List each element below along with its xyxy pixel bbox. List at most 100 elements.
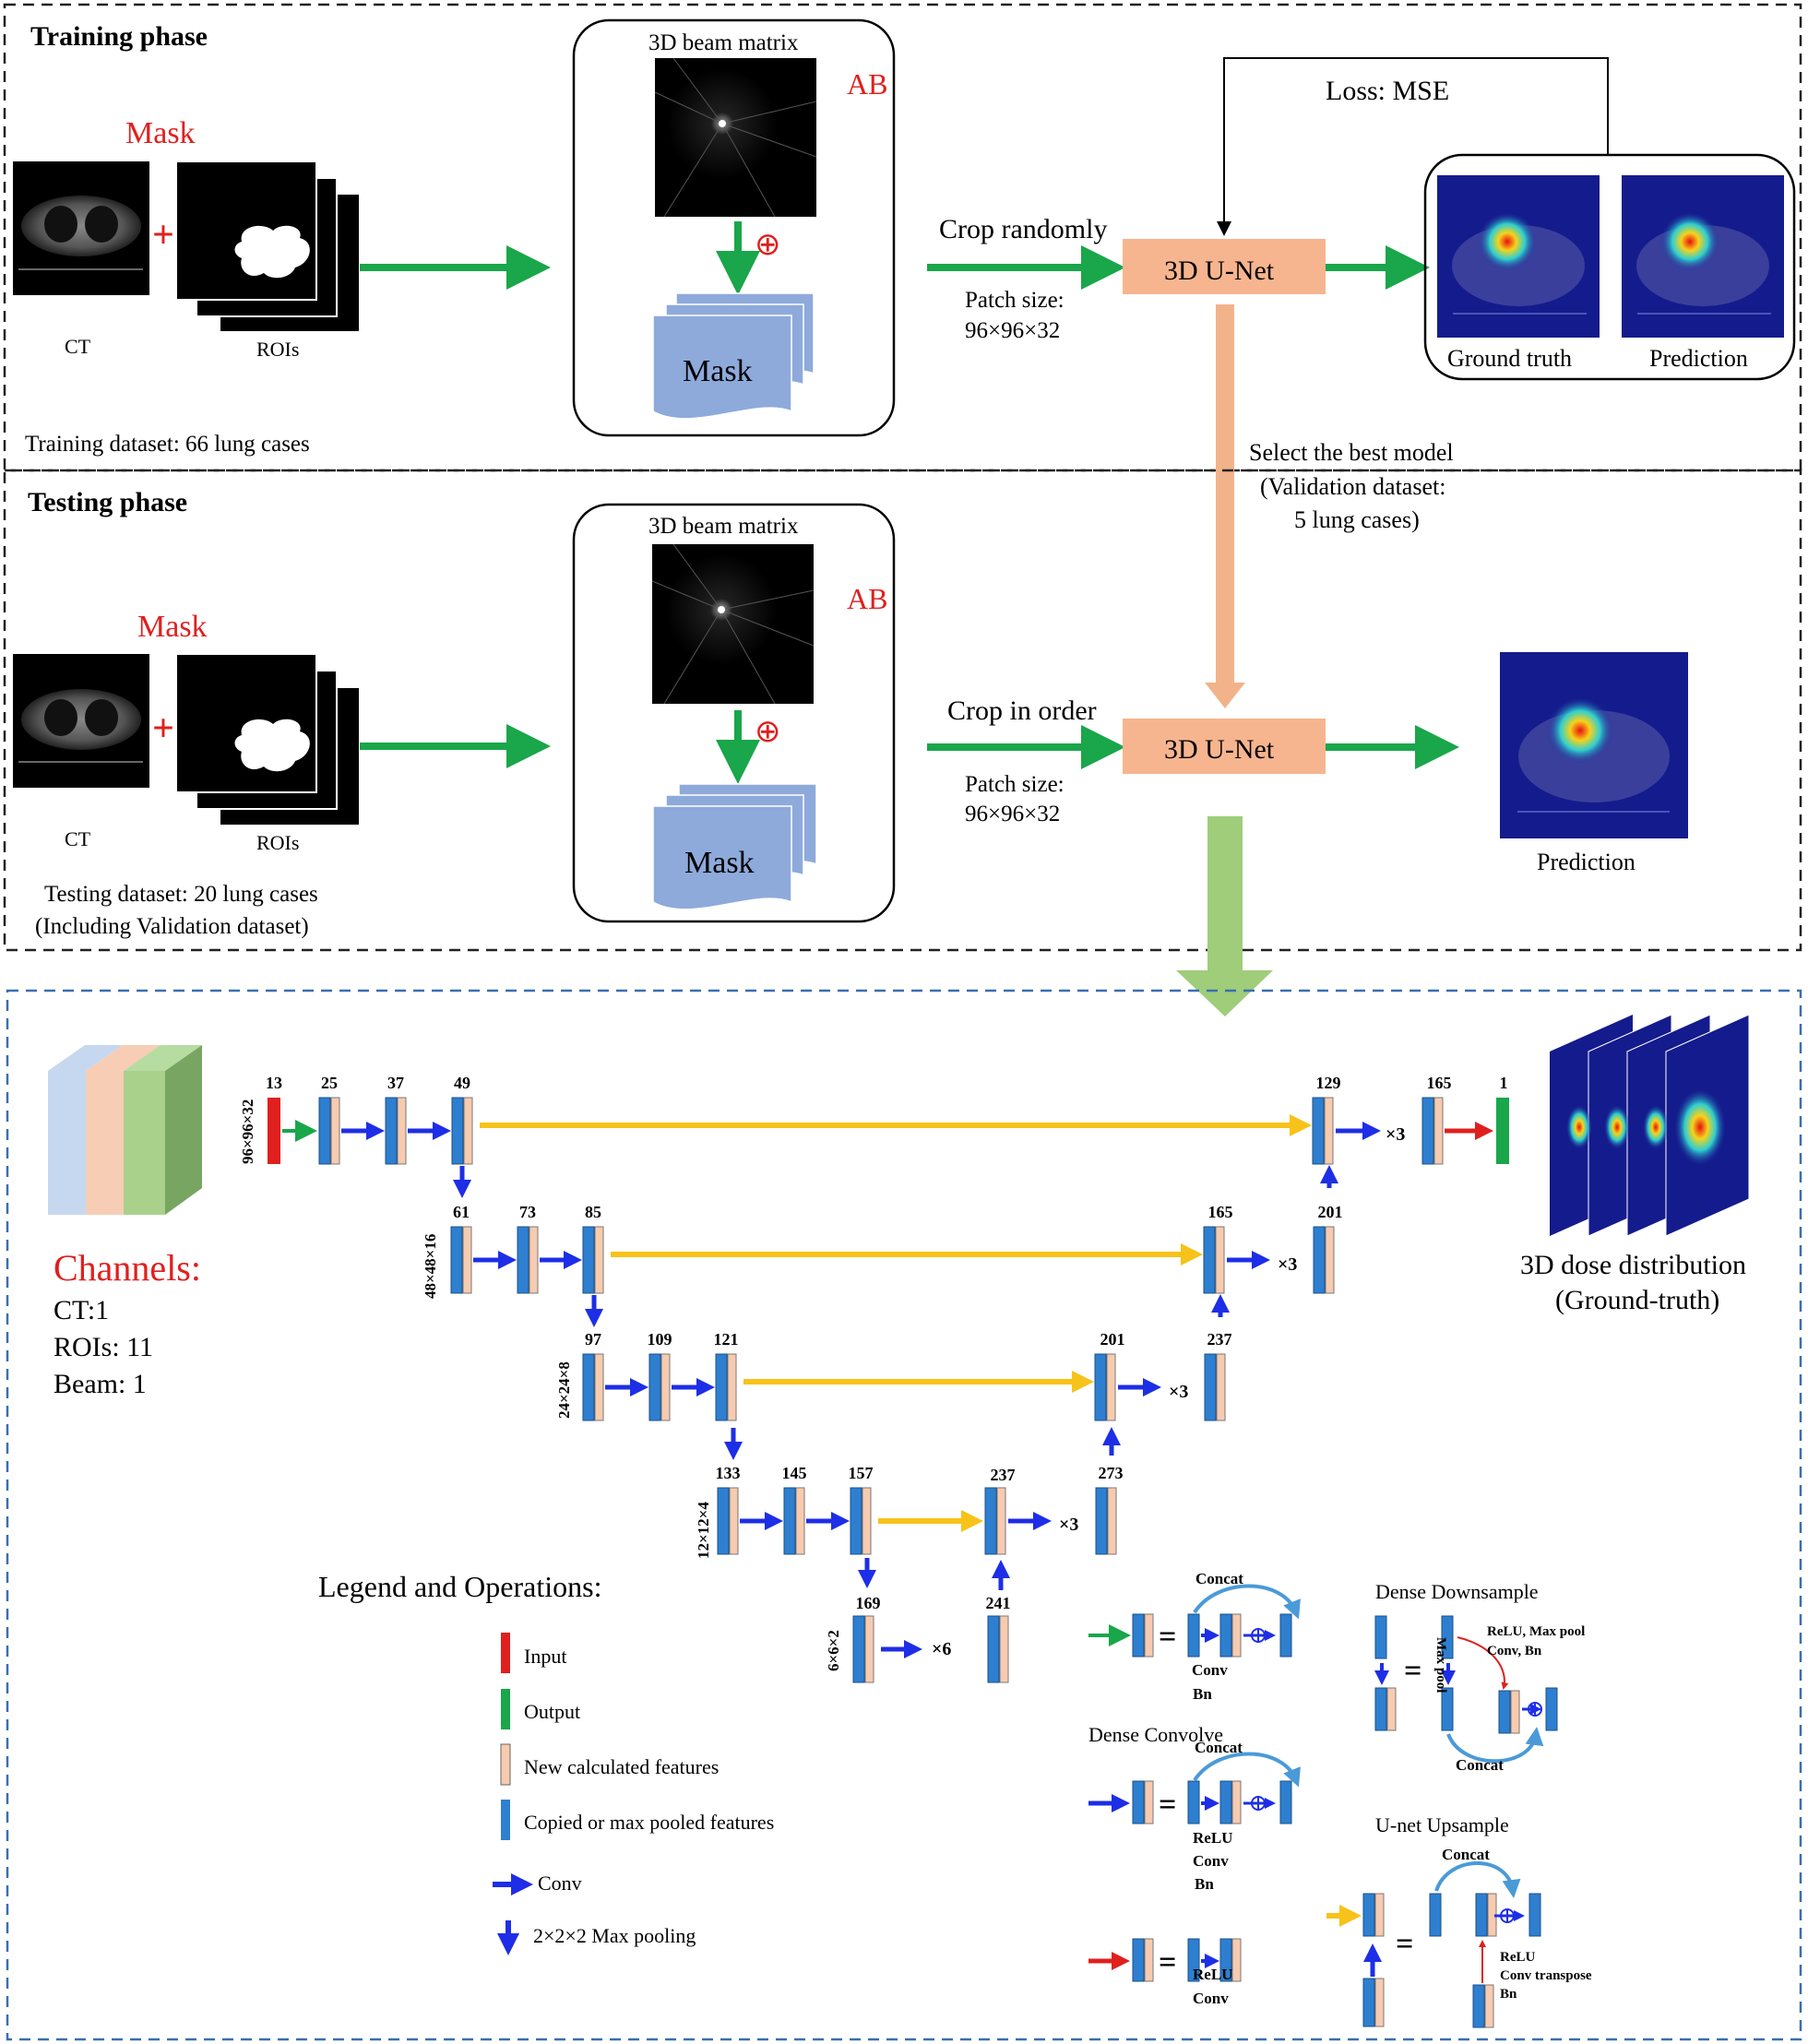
label-enc-3-1: 145 xyxy=(782,1464,807,1482)
testing-oplus: ⊕ xyxy=(755,715,781,749)
label-dec-2-1: 237 xyxy=(1207,1330,1232,1349)
enc-block-4-0 xyxy=(852,1615,874,1683)
op2-concat-curve xyxy=(1193,1752,1301,1788)
op2-concat: Concat xyxy=(1195,1739,1243,1756)
label-enc-0-0: 13 xyxy=(266,1074,282,1092)
testing-unet-box xyxy=(1123,719,1326,774)
legend-input: Input xyxy=(524,1645,566,1668)
testing-rois-label: ROIs xyxy=(256,831,299,854)
op5-conv-transpose: Conv transpose xyxy=(1500,1968,1592,1983)
x3-level0: ×3 xyxy=(1386,1124,1405,1145)
training-mask-doc xyxy=(652,292,815,420)
op4-block-d xyxy=(1545,1687,1558,1731)
op5-block-c xyxy=(1429,1893,1442,1937)
dec-block-3-b xyxy=(1095,1487,1117,1555)
dec-block-1-b xyxy=(1313,1226,1335,1294)
level-size-4: 6×6×2 xyxy=(825,1630,842,1671)
op4-conv-bn: Conv, Bn xyxy=(1487,1644,1542,1658)
op4-block-top xyxy=(1374,1615,1387,1659)
level-size-0: 96×96×32 xyxy=(239,1099,256,1164)
op4-title: Dense Downsample xyxy=(1375,1580,1539,1603)
op4-concat: Concat xyxy=(1456,1756,1504,1774)
label-dec-0-0: 129 xyxy=(1316,1074,1341,1092)
testing-patch-dims: 96×96×32 xyxy=(965,802,1060,826)
op1-concat: Concat xyxy=(1195,1570,1243,1587)
training-beam-title: 3D beam matrix xyxy=(648,30,799,55)
op5-concat-curve xyxy=(1434,1861,1521,1898)
training-patch-dims: 96×96×32 xyxy=(965,318,1060,343)
training-prediction-image xyxy=(1622,175,1784,338)
testing-beam-box xyxy=(572,503,896,923)
testing-mask-doc xyxy=(652,783,817,910)
legend-new: New calculated features xyxy=(524,1755,719,1778)
op1-conv: Conv xyxy=(1192,1661,1228,1679)
testing-beam-image xyxy=(651,543,815,705)
testing-mask-box-label: Mask xyxy=(684,846,755,880)
op1-block-a xyxy=(1187,1613,1200,1658)
label-dec-2-0: 201 xyxy=(1100,1330,1125,1349)
training-rois-stack xyxy=(175,160,361,333)
legend-pool: 2×2×2 Max pooling xyxy=(533,1924,696,1947)
training-oplus: ⊕ xyxy=(755,228,781,262)
operations-layer: ===== xyxy=(1088,1584,1558,2028)
dec-block-4-0 xyxy=(987,1615,1009,1683)
legend-copied-swatch xyxy=(501,1800,510,1840)
dose-label-2: (Ground-truth) xyxy=(1555,1285,1719,1315)
testing-ab: AB xyxy=(847,582,887,615)
op4-eq: = xyxy=(1404,1654,1421,1688)
op1-bn: Bn xyxy=(1193,1685,1212,1703)
testing-dataset1: Testing dataset: 20 lung cases xyxy=(44,882,318,907)
testing-prediction-image xyxy=(1500,652,1688,838)
op4-max-pool: Max pool xyxy=(1433,1637,1448,1693)
training-gt-label: Ground truth xyxy=(1447,345,1572,372)
training-beam-image xyxy=(654,57,817,218)
testing-plus: + xyxy=(152,707,174,750)
op5-block-f xyxy=(1472,1984,1494,2028)
testing-rois-stack xyxy=(175,653,361,826)
op4-red-curve xyxy=(1457,1636,1509,1690)
x6-level4: ×6 xyxy=(932,1639,951,1659)
testing-ct-label: CT xyxy=(65,827,91,850)
dec-block-0-a xyxy=(1312,1097,1334,1165)
enc-block-3-1 xyxy=(783,1487,805,1555)
label-enc-0-2: 37 xyxy=(387,1074,404,1092)
op2-block-a xyxy=(1187,1780,1200,1824)
dec-block-3-a xyxy=(984,1487,1006,1555)
x3-level3: ×3 xyxy=(1059,1515,1078,1535)
training-title: Training phase xyxy=(30,21,208,52)
training-unet-label: 3D U-Net xyxy=(1164,256,1275,286)
label-enc-1-1: 73 xyxy=(519,1203,536,1221)
testing-crop: Crop in order xyxy=(947,695,1097,726)
label-dec-3-1: 273 xyxy=(1099,1464,1124,1482)
label-enc-2-1: 109 xyxy=(648,1330,672,1349)
channels-cube xyxy=(48,1045,202,1215)
op3-block-b xyxy=(1219,1938,1242,1982)
legend-output-swatch xyxy=(501,1689,510,1729)
training-ct-image xyxy=(13,161,149,295)
enc-block-1-2 xyxy=(582,1226,604,1294)
legend-input-swatch xyxy=(501,1633,510,1673)
op2-bn: Bn xyxy=(1195,1875,1214,1893)
op2-conv: Conv xyxy=(1193,1852,1229,1870)
testing-patch-size: Patch size: xyxy=(965,772,1065,797)
testing-unet-label: 3D U-Net xyxy=(1164,734,1275,765)
op3-eq: = xyxy=(1159,1945,1176,1979)
op2-relu: ReLU xyxy=(1193,1829,1232,1847)
training-ab: AB xyxy=(847,67,887,101)
op2-block-c xyxy=(1279,1780,1292,1824)
training-mask-label: Mask xyxy=(125,116,196,150)
enc-block-2-2 xyxy=(715,1353,737,1421)
op3-relu: ReLU xyxy=(1193,1966,1232,1983)
channels-beam: Beam: 1 xyxy=(54,1369,147,1399)
op5-relu: ReLU xyxy=(1500,1950,1535,1965)
enc-block-2-1 xyxy=(648,1353,671,1421)
enc-block-3-0 xyxy=(717,1487,739,1555)
channels-title: Channels: xyxy=(54,1247,201,1289)
op5-eq: = xyxy=(1396,1927,1413,1961)
select-model-arrowhead xyxy=(1205,683,1245,708)
op1-block-b xyxy=(1219,1613,1242,1658)
op1-concat-curve xyxy=(1193,1584,1301,1620)
training-mask-box-label: Mask xyxy=(683,354,753,388)
